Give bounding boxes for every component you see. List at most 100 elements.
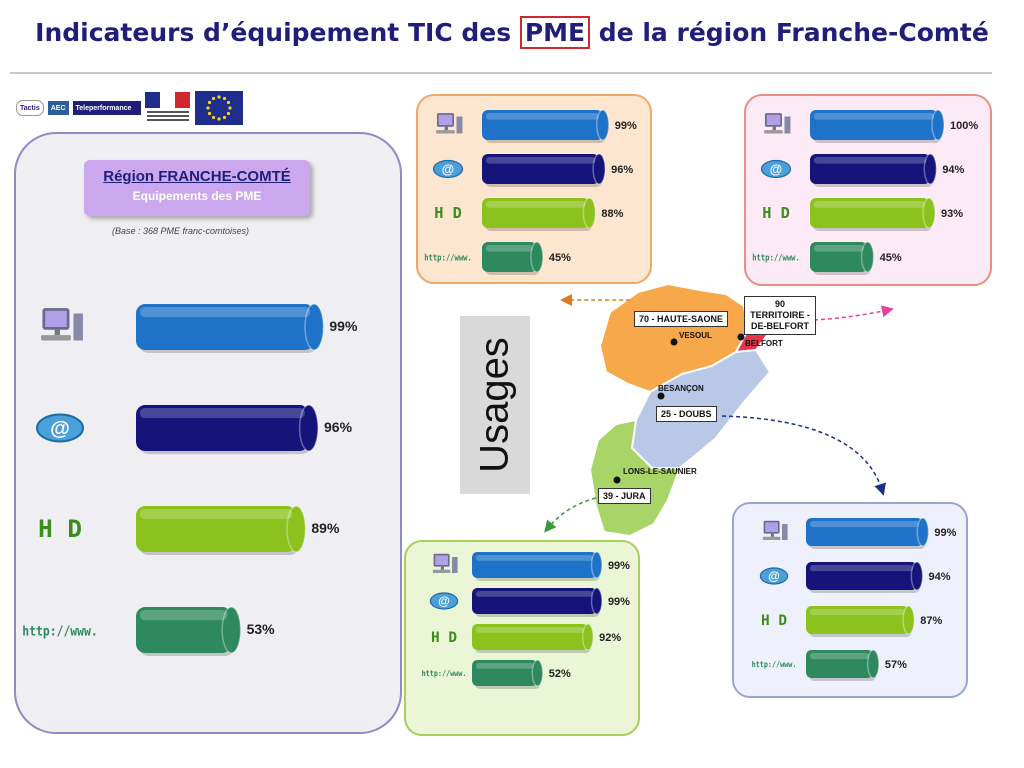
haute-saone-bar-chart: 99%96%@88%H D45%http://www. — [424, 109, 637, 275]
bar-value-label-1: 96% — [324, 419, 353, 435]
bar-value-label-3: 45% — [880, 252, 902, 264]
hd-icon: H D — [431, 630, 457, 646]
partner-logos: Tactis AEC Teleperformance — [16, 91, 243, 125]
computer-icon — [432, 553, 458, 573]
email-icon: @ — [36, 413, 84, 443]
bar-0 — [482, 109, 610, 143]
doubs-bar-chart: 99%94%@87%H D57%http://www. — [752, 517, 957, 681]
computer-icon — [764, 113, 791, 134]
title-highlight-pme: PME — [519, 16, 591, 49]
title-before: Indicateurs d’équipement TIC des — [35, 18, 520, 47]
bar-3 — [482, 241, 544, 275]
bar-value-label-1: 94% — [929, 571, 951, 583]
svg-text:http://www.: http://www. — [22, 623, 98, 639]
vesoul-dot — [670, 338, 678, 346]
base-note: (Base : 368 PME franc-comtoises) — [112, 226, 250, 236]
bar-0 — [472, 551, 603, 581]
computer-icon — [436, 113, 463, 134]
bar-1 — [806, 561, 924, 593]
email-icon: @ — [759, 567, 789, 585]
lons-dot — [613, 476, 621, 484]
bar-0 — [806, 517, 930, 549]
haute-saone-label: 70 - HAUTE-SAONE — [634, 311, 729, 327]
bar-3 — [806, 649, 880, 681]
hd-icon: H D — [762, 204, 790, 222]
title-after: de la région Franche-Comté — [590, 18, 989, 47]
teleperformance-logo: Teleperformance — [72, 101, 141, 115]
bar-2 — [136, 505, 307, 555]
svg-text:@: @ — [770, 161, 782, 176]
belfort-arrow — [813, 305, 894, 321]
email-icon: @ — [432, 159, 464, 179]
svg-text:@: @ — [50, 418, 70, 440]
svg-text:H D: H D — [761, 613, 787, 629]
jura-bar-chart: 99%99%@92%H D52%http://www. — [422, 551, 630, 689]
region-subtitle: Equipements des PME — [132, 189, 262, 203]
region-header: Région FRANCHE-COMTÉ Equipements des PME — [84, 160, 310, 216]
web-icon: http://www. — [424, 253, 472, 263]
jura-area — [588, 418, 682, 538]
bar-value-label-0: 100% — [950, 120, 978, 132]
bar-1 — [136, 404, 319, 454]
svg-text:@: @ — [442, 161, 454, 176]
bar-value-label-2: 88% — [601, 208, 623, 220]
bar-0 — [810, 109, 945, 143]
web-icon: http://www. — [752, 253, 800, 263]
bar-value-label-0: 99% — [608, 560, 630, 572]
lons-le-saunier-label: LONS-LE-SAUNIER — [623, 467, 697, 476]
usages-label: Usages — [472, 337, 517, 473]
bar-value-label-0: 99% — [615, 120, 637, 132]
bar-value-label-3: 52% — [549, 668, 571, 680]
svg-text:H D: H D — [762, 204, 790, 222]
belfort-bar-chart: 100% 94% @93% H D 45% http://www. — [752, 109, 978, 275]
email-icon: @ — [760, 159, 792, 179]
bar-value-label-3: 53% — [247, 621, 276, 637]
web-icon: http://www. — [22, 623, 98, 639]
computer-icon — [762, 520, 788, 540]
french-republic-logo — [144, 92, 190, 121]
jura-label: 39 - JURA — [598, 488, 651, 504]
bar-0 — [136, 303, 325, 353]
bar-value-label-1: 94% — [942, 164, 964, 176]
title-divider — [10, 72, 992, 74]
bar-2 — [472, 623, 594, 653]
hd-icon: H D — [761, 613, 787, 629]
region-chart-panel: Région FRANCHE-COMTÉ Equipements des PME… — [14, 132, 402, 734]
web-icon: http://www. — [752, 660, 797, 669]
svg-text:@: @ — [438, 594, 450, 608]
svg-text:http://www.: http://www. — [752, 660, 797, 669]
bar-value-label-1: 96% — [611, 164, 633, 176]
web-icon: http://www. — [422, 669, 467, 678]
jura-arrow — [544, 497, 597, 533]
svg-text:H D: H D — [434, 204, 462, 222]
svg-text:http://www.: http://www. — [752, 253, 800, 263]
page-title: Indicateurs d’équipement TIC des PME de … — [0, 16, 1024, 49]
bar-value-label-2: 87% — [920, 615, 942, 627]
hd-icon: H D — [434, 204, 462, 222]
doubs-label: 25 - DOUBS — [656, 406, 717, 422]
bar-2 — [806, 605, 916, 637]
belfort-city-label: BELFORT — [745, 339, 783, 348]
bar-1 — [810, 153, 938, 187]
svg-text:@: @ — [768, 569, 780, 583]
bar-value-label-2: 93% — [941, 208, 963, 220]
computer-icon — [41, 308, 83, 341]
svg-text:http://www.: http://www. — [424, 253, 472, 263]
belfort-chart-panel: 100% 94% @93% H D 45% http://www. — [744, 94, 992, 286]
usages-label-box: Usages — [460, 316, 530, 494]
bar-3 — [810, 241, 875, 275]
region-bar-chart: 99% 96% @89% H D 53% http://www. — [22, 303, 358, 656]
bar-value-label-2: 89% — [311, 520, 340, 536]
eu-flag-logo — [194, 91, 243, 125]
bar-1 — [482, 153, 606, 187]
bar-value-label-0: 99% — [934, 527, 956, 539]
bar-3 — [472, 659, 544, 689]
bar-value-label-0: 99% — [329, 318, 358, 334]
bar-value-label-1: 99% — [608, 596, 630, 608]
bar-2 — [482, 197, 597, 231]
hd-icon: H D — [38, 514, 82, 543]
bar-3 — [136, 606, 242, 656]
doubs-arrow — [721, 415, 886, 496]
